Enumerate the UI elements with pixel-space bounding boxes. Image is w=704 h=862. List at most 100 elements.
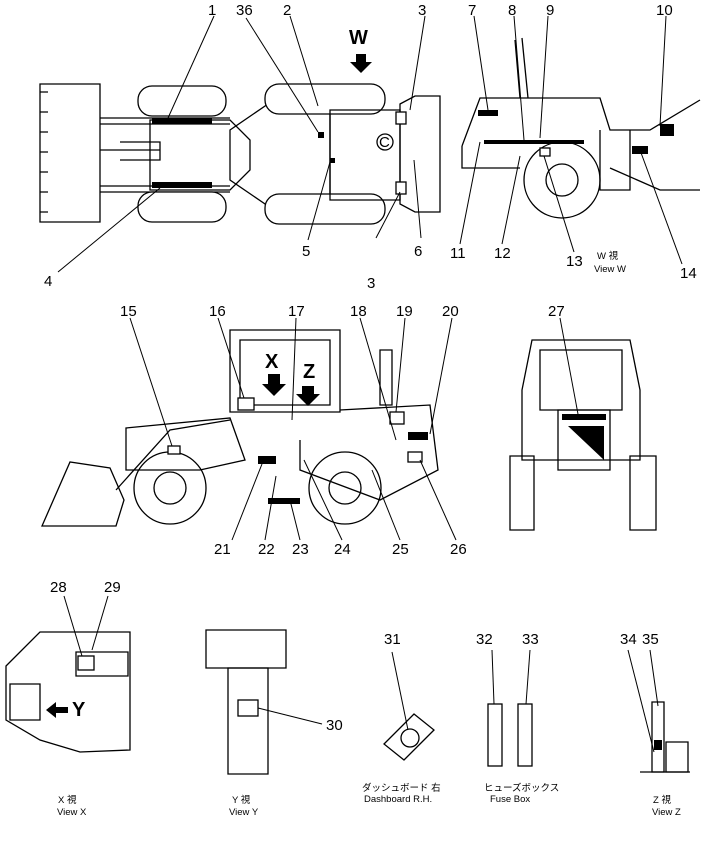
callout-29: 29 xyxy=(104,579,121,596)
side-cab xyxy=(229,329,341,413)
rear-lamp-upper xyxy=(395,111,407,125)
callout-10: 10 xyxy=(656,2,673,19)
callout-3-top: 3 xyxy=(418,2,426,19)
front-right-wheel xyxy=(137,191,227,223)
caption-view-z: View Z xyxy=(652,807,681,818)
callout-36: 36 xyxy=(236,2,253,19)
callout-23: 23 xyxy=(292,541,309,558)
callout-27: 27 xyxy=(548,303,565,320)
decal-7 xyxy=(478,110,498,116)
caption-view-x-jp: X 視 xyxy=(58,794,77,806)
side-view-loader: X Z xyxy=(41,317,457,541)
view-y-arrow xyxy=(46,702,68,718)
view-x-arrow xyxy=(262,374,286,396)
callout-24: 24 xyxy=(334,541,351,558)
view-z-box xyxy=(665,741,689,773)
rear-wheels xyxy=(509,455,657,531)
view-y-letter: Y xyxy=(72,699,86,721)
view-x-letter: X xyxy=(265,351,279,373)
decal-34-35 xyxy=(654,740,662,750)
view-w-step xyxy=(599,130,631,191)
rear-window xyxy=(539,349,623,411)
callout-17: 17 xyxy=(288,303,305,320)
decal-10 xyxy=(660,124,674,136)
callout-5: 5 xyxy=(302,243,310,260)
side-exhaust xyxy=(379,349,393,406)
decal-30 xyxy=(237,699,259,717)
side-front-frame xyxy=(125,417,246,471)
callout-34: 34 xyxy=(620,631,637,648)
decal-21 xyxy=(258,456,276,464)
callout-2: 2 xyxy=(283,2,291,19)
callout-16: 16 xyxy=(209,303,226,320)
rear-view-loader xyxy=(509,317,657,531)
callout-4: 4 xyxy=(44,273,52,290)
callout-numbers: 1 2 3 4 5 6 7 8 9 10 11 12 13 14 15 16 1… xyxy=(44,2,697,734)
callout-25: 25 xyxy=(392,541,409,558)
callout-35: 35 xyxy=(642,631,659,648)
caption-dashboard: Dashboard R.H. xyxy=(364,794,432,805)
decal-26 xyxy=(407,451,423,463)
dashboard-knob xyxy=(400,728,420,748)
callout-20: 20 xyxy=(442,303,459,320)
callout-1: 1 xyxy=(208,2,216,19)
callout-8: 8 xyxy=(508,2,516,19)
callout-28: 28 xyxy=(50,579,67,596)
view-w-body-bottom xyxy=(461,146,700,191)
callout-14: 14 xyxy=(680,265,697,282)
view-w-body-top xyxy=(461,97,701,147)
decal-22 xyxy=(268,498,300,504)
decal-2 xyxy=(318,132,324,138)
bucket-link xyxy=(100,141,161,161)
rear-lamp-lower xyxy=(395,181,407,195)
side-rear-wheel xyxy=(308,451,382,525)
caption-fusebox-jp: ヒューズボックス xyxy=(484,782,559,794)
bucket-outline xyxy=(39,83,101,223)
decal-16 xyxy=(237,397,255,411)
rear-cab xyxy=(521,339,641,461)
callout-12: 12 xyxy=(494,245,511,262)
side-rear-hub xyxy=(328,471,362,505)
view-w-side: W 視 View W xyxy=(459,15,701,275)
counterweight xyxy=(399,95,441,213)
callout-26: 26 xyxy=(450,541,467,558)
view-w-letter: W xyxy=(349,27,368,49)
rear-left-wheel xyxy=(264,83,386,115)
view-z-arrow xyxy=(296,386,320,406)
view-z-detail: Z 視 View Z xyxy=(627,649,690,818)
caption-view-y-jp: Y 視 xyxy=(232,794,251,806)
decal-19 xyxy=(389,411,405,425)
decal-28 xyxy=(77,655,95,671)
view-z-post xyxy=(651,701,665,773)
caption-view-w: View W xyxy=(594,264,626,275)
callout-22: 22 xyxy=(258,541,275,558)
side-front-hub xyxy=(153,471,187,505)
decal-20 xyxy=(408,432,428,440)
callout-15: 15 xyxy=(120,303,137,320)
front-cylinder-right xyxy=(152,182,212,188)
svg-text:C: C xyxy=(379,134,390,151)
view-y-column xyxy=(227,667,269,775)
callout-31: 31 xyxy=(384,631,401,648)
callout-9: 9 xyxy=(546,2,554,19)
callout-6: 6 xyxy=(414,243,422,260)
rear-circle-label xyxy=(376,133,394,151)
rear-body xyxy=(329,109,401,201)
view-y-detail: Y 視 View Y xyxy=(205,629,323,818)
decal-27 xyxy=(562,414,606,420)
view-y-top xyxy=(205,629,287,669)
front-left-wheel xyxy=(137,85,227,117)
rear-right-wheel xyxy=(264,193,386,225)
dashboard-panel xyxy=(383,713,435,761)
view-w-hub xyxy=(545,163,579,197)
callout-33: 33 xyxy=(522,631,539,648)
bucket-teeth xyxy=(40,91,48,213)
callout-18: 18 xyxy=(350,303,367,320)
caption-view-y: View Y xyxy=(229,807,259,818)
dashboard-detail: ダッシュボード 右 Dashboard R.H. xyxy=(362,651,441,805)
front-frame xyxy=(149,119,251,191)
top-view-loader: C W xyxy=(39,15,441,273)
side-cab-window xyxy=(239,339,331,406)
